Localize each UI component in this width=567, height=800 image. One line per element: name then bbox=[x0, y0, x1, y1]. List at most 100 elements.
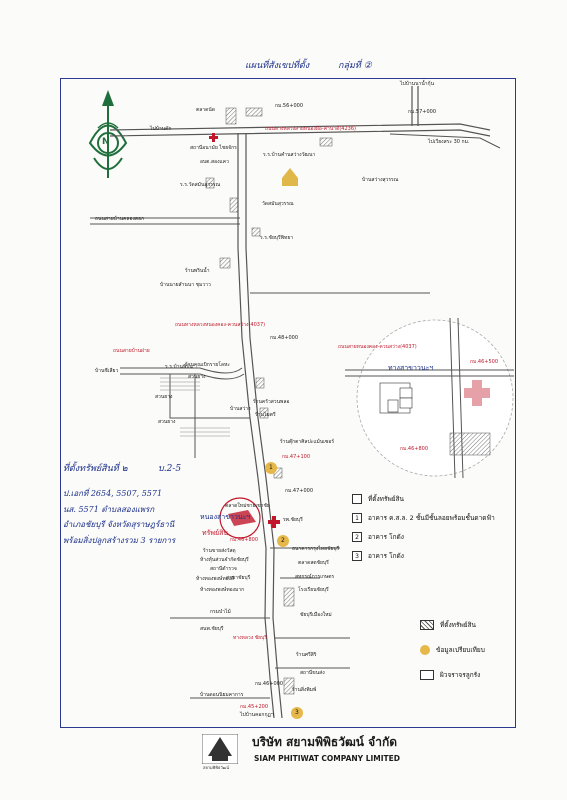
inset-branch-label: ทางสาขาวนะฯ bbox=[388, 364, 434, 372]
label-shop-prin: ร้านพรินน้ำ bbox=[185, 268, 210, 274]
label-school-rat: ร.ร.ชัยบุรีพิทยา bbox=[260, 235, 294, 241]
main-road bbox=[237, 133, 275, 719]
label-dept-store: ห้างทองพงษ์ทองสี bbox=[196, 576, 235, 582]
legend-title-row: ที่ตั้งทรัพย์สิน bbox=[352, 494, 404, 504]
comparison-marker-1 bbox=[265, 462, 277, 474]
north-compass-icon bbox=[88, 90, 128, 178]
temple-icon bbox=[282, 168, 298, 186]
label-to-ban-lang: บ้านสว่าง bbox=[230, 406, 251, 412]
group-label: กลุ่มที่ ② bbox=[338, 61, 372, 71]
label-ban-cheesaen: บ้านชีเสียว bbox=[95, 368, 119, 374]
subject-property-circle bbox=[219, 497, 261, 539]
label-ban-dong: บ้านดอนนิยมคาการ bbox=[200, 692, 244, 698]
label-town-hall: สนพ.ชัยบุรี bbox=[200, 626, 224, 632]
subject-parcel bbox=[228, 510, 256, 526]
label-talat-nat: ตลาดนัด bbox=[196, 107, 216, 113]
inset-km-label: กม.46+500 bbox=[470, 359, 499, 365]
label-km-46: กม.46+000 bbox=[255, 681, 284, 687]
label-km-56: กม.56+000 bbox=[275, 103, 304, 109]
legend-circle: ข้อมูลเปรียบเทียบ bbox=[436, 646, 485, 654]
label-market-new: ตลาดใหม่ชายเขาชัย bbox=[225, 503, 270, 509]
legend-item-1: 1 อาคาร ค.ส.ล. 2 ชั้นมีชั้นลอยพร้อมชั้นด… bbox=[352, 513, 495, 523]
road-loop bbox=[169, 374, 250, 419]
label-subject: ทรัพย์สิน bbox=[202, 529, 229, 537]
legend-num-3: 3 bbox=[352, 551, 362, 561]
label-km-57: กม.57+000 bbox=[408, 109, 437, 115]
label-rubber-3: สวนยาง bbox=[158, 419, 176, 425]
handwritten-line-3: นส. 5571 ตำบลสองแพรก bbox=[63, 505, 155, 514]
label-ban-nai-samnak: บ้านนายสำนนา ชุมวาว bbox=[160, 282, 211, 288]
label-gov-office: กรมป่าไม้ bbox=[210, 609, 231, 615]
label-shop-chao: ร้านสิ่งพิมพ์ bbox=[292, 687, 317, 693]
handwritten-line-2: ป.เอกที่ 2654, 5507, 5571 bbox=[63, 489, 163, 498]
company-footer: สยามพิพิธวัฒน์ บริษัท สยามพิพิธวัฒน์ จำก… bbox=[190, 727, 514, 778]
legend-num-1: 1 bbox=[352, 513, 362, 523]
label-hwy-4236: ถนนทางหลวงสายหนองผือ-คำนาดี(4236) bbox=[265, 126, 356, 132]
marker-3-label: 3 bbox=[295, 709, 299, 716]
label-temple-2: สาขาชัยบุรี bbox=[226, 575, 251, 581]
label-branch: หนองสาขาวนะฯ bbox=[200, 513, 251, 521]
label-wat: วัดสมันสุวรรณ bbox=[262, 201, 294, 207]
label-chaiburi-new: ชัยบุรีเมืองใหม่ bbox=[300, 612, 332, 618]
label-to-ban-ta: ไปบ้านคอกกุฏฯ bbox=[240, 712, 274, 718]
label-shop-mot: ร้านไมตรี bbox=[255, 412, 276, 418]
label-clinic: สถานีอนามัย ไชยจักร bbox=[190, 145, 237, 151]
inset-km2-label: กม.46+800 bbox=[400, 446, 429, 452]
company-logo-icon bbox=[202, 734, 238, 764]
label-road-ban-fai: ถนนสายบ้านฝาย bbox=[113, 348, 150, 354]
legend-hatched-row: ที่ตั้งทรัพย์สิน bbox=[420, 620, 476, 630]
label-court: สหกรณ์การเกษตร bbox=[295, 574, 335, 580]
label-police: สถานีตำรวจ bbox=[210, 566, 237, 572]
label-km-46-800: กม.46+800 bbox=[230, 537, 259, 543]
inset-parcel bbox=[379, 382, 413, 414]
handwritten-line-4: อำเภอชัยบุรี จังหวัดสุราษฎร์ธานี bbox=[63, 520, 175, 529]
legend-num-2: 2 bbox=[352, 532, 362, 542]
label-market-chai: ตลาดสดชัยบุรี bbox=[298, 560, 329, 566]
marker-2-label: 2 bbox=[281, 537, 285, 544]
label-hospital: รพ.ชัยบุรี bbox=[283, 517, 303, 523]
legend-label-1: อาคาร ค.ส.ล. 2 ชั้นมีชั้นลอยพร้อมชั้นดาด… bbox=[368, 514, 495, 522]
company-logo-caption: สยามพิพิธวัฒน์ bbox=[203, 765, 229, 770]
label-shop-tukta: ร้านตุ๊กตาศิลปะแม้นเซอร์ bbox=[280, 439, 335, 445]
hospital-cross-icon bbox=[268, 516, 280, 528]
handwritten-line-5: พร้อมสิ่งปลูกสร้างรวม 3 รายการ bbox=[63, 536, 176, 545]
label-hwy-4037: ถนนทางหลวงหนองคอง-ควนสว่าง(4037) bbox=[175, 322, 266, 328]
hatched-box-icon bbox=[420, 620, 434, 630]
label-km-45-200: กม.45+200 bbox=[240, 704, 269, 710]
label-ban-sawang: บ้านสว่างสุวรรณ bbox=[362, 177, 399, 183]
label-school-khamsawang: ร.ร.บ้านคำนสว่างวัฒนา bbox=[263, 152, 316, 158]
label-obt: อบต.สองแคว bbox=[200, 159, 229, 165]
road-ban-fai bbox=[120, 367, 243, 374]
legend-box-icon bbox=[352, 494, 362, 504]
label-km-47: กม.47+000 bbox=[285, 488, 314, 494]
comparison-marker-3 bbox=[291, 707, 303, 719]
rubber-plantation bbox=[160, 377, 230, 437]
label-shop-furniture: ร้านคุณเบิกรายโลหะ bbox=[185, 362, 230, 368]
main-map bbox=[90, 86, 514, 719]
label-school-wat: ร.ร.วัดสมันสุวรรณ bbox=[180, 182, 221, 188]
legend-item-2: 2 อาคาร โกดัง bbox=[352, 532, 404, 542]
highway-4236 bbox=[109, 123, 491, 137]
road-to-nong-saeng bbox=[389, 133, 501, 149]
inset-hospital-cross-icon bbox=[464, 380, 490, 406]
label-bank-2: ห้างหุ้นส่วนจำกัดชัยบุรี bbox=[200, 557, 249, 563]
label-to-ban-dek: ไปบ้านดัก bbox=[150, 126, 172, 132]
label-bus-station: สถานีขนส่ง bbox=[300, 670, 325, 676]
handwritten-line-1: ที่ตั้งทรัพย์สินที่ ๒ bbox=[63, 464, 128, 474]
label-rubber-2: สวนยาง bbox=[155, 394, 173, 400]
label-rubber-1: สวนยาง bbox=[188, 374, 206, 380]
empty-box-icon bbox=[420, 670, 434, 680]
main-road-b bbox=[245, 133, 283, 719]
company-name-english: SIAM PHITIWAT COMPANY LIMITED bbox=[254, 754, 400, 763]
label-hwy-4038: ทางหลวง ชัยบุรี bbox=[233, 635, 267, 641]
legend-empty: ผิวจราจรลูกรัง bbox=[440, 671, 481, 679]
label-cooperative: ห้างทองพงษ์ทองมาก bbox=[200, 587, 245, 593]
map-title: แผนที่สังเขปที่ตั้ง bbox=[245, 61, 310, 71]
label-school-ban: ร.ร.บ้านพิบัน bbox=[165, 364, 193, 370]
label-km-47-100: กม.47+100 bbox=[282, 454, 311, 460]
marker-1-label: 1 bbox=[269, 464, 273, 471]
legend-title: ที่ตั้งทรัพย์สิน bbox=[368, 495, 404, 503]
label-shop-sri: ร้านศรีสิริ bbox=[296, 652, 317, 658]
road-ban-fai-b bbox=[120, 373, 245, 380]
